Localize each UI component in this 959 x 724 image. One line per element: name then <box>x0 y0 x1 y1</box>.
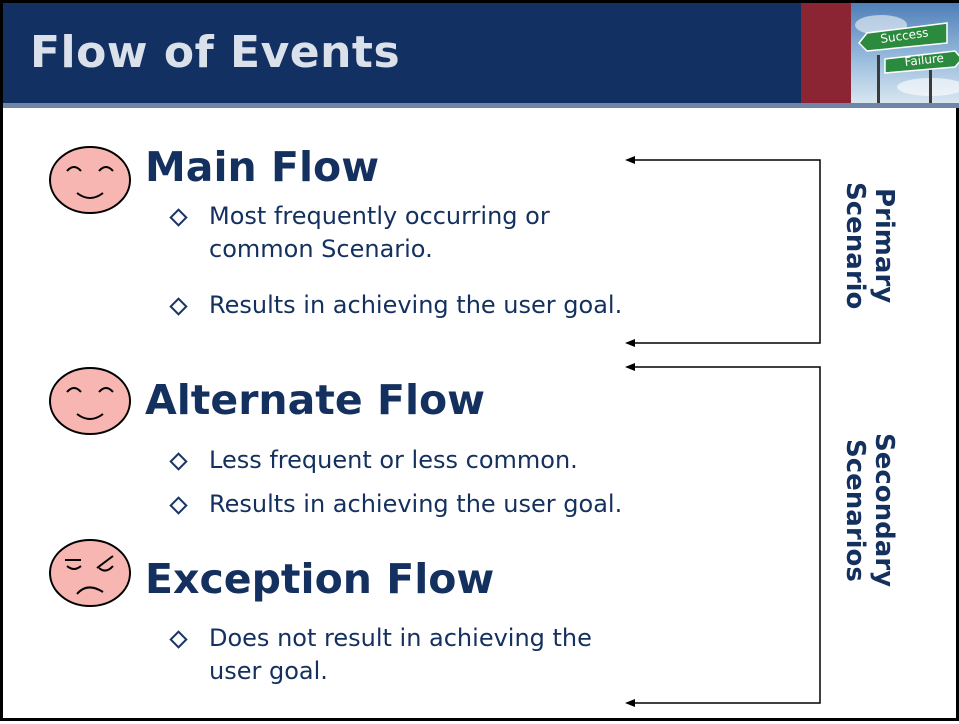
bullet-item: Results in achieving the user goal. <box>168 488 728 521</box>
sign-success-text: Success <box>879 25 929 46</box>
secondary-scenarios-label: Secondary Scenarios <box>836 423 899 598</box>
arrowhead-icon <box>625 363 635 371</box>
label-line: Primary <box>869 188 899 304</box>
bullet-text: Does not result in achieving the user go… <box>209 624 592 685</box>
arrowhead-icon <box>625 699 635 707</box>
primary-scenario-label: Primary Scenario <box>836 171 899 321</box>
bullet-item: Less frequent or less common. <box>168 444 728 477</box>
accent-bar <box>801 3 851 103</box>
label-line: Scenario <box>840 182 870 310</box>
secondary-bracket <box>633 366 821 704</box>
bullet-text: Most frequently occurring or common Scen… <box>209 202 550 263</box>
bullet-item: Most frequently occurring or common Scen… <box>168 200 638 266</box>
happy-face-icon <box>49 367 131 435</box>
section-title-main-flow: Main Flow <box>145 143 380 191</box>
bullet-text: Results in achieving the user goal. <box>209 490 623 518</box>
page-title: Flow of Events <box>30 27 401 78</box>
label-line: Scenarios <box>840 439 870 582</box>
section-title-exception-flow: Exception Flow <box>145 555 495 603</box>
primary-bracket <box>633 159 821 344</box>
success-failure-sign-image: Success Failure <box>851 3 959 103</box>
slide-header: Flow of Events Success Failure <box>3 3 959 103</box>
frowning-face-icon <box>49 539 131 607</box>
scenario-brackets <box>625 156 821 707</box>
arrowhead-icon <box>625 339 635 347</box>
bullet-text: Less frequent or less common. <box>209 446 578 474</box>
label-line: Secondary <box>869 433 899 588</box>
section-title-alternate-flow: Alternate Flow <box>145 376 486 424</box>
sign-failure-text: Failure <box>904 51 945 69</box>
happy-face-icon <box>49 146 131 214</box>
arrowhead-icon <box>625 156 635 164</box>
bullet-text: Results in achieving the user goal. <box>209 291 623 319</box>
bullet-item: Does not result in achieving the user go… <box>168 622 648 688</box>
header-divider <box>3 103 959 108</box>
bullet-item: Results in achieving the user goal. <box>168 289 728 322</box>
